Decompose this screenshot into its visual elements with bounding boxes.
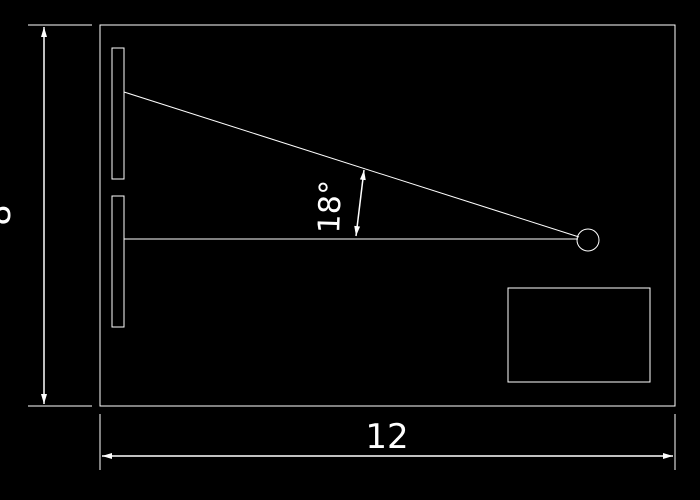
- room-outline: [99, 24, 676, 407]
- width-label: 12: [365, 417, 408, 457]
- slanted-sight-line: [123, 91, 580, 238]
- upper-panel: [111, 47, 125, 180]
- angle-label: 18°: [312, 179, 349, 233]
- lower-right-box: [507, 287, 651, 383]
- lower-panel: [111, 195, 125, 328]
- height-label: 8: [0, 204, 19, 226]
- angle-dimension-arrow: [354, 169, 366, 237]
- viewer-point: [576, 228, 600, 252]
